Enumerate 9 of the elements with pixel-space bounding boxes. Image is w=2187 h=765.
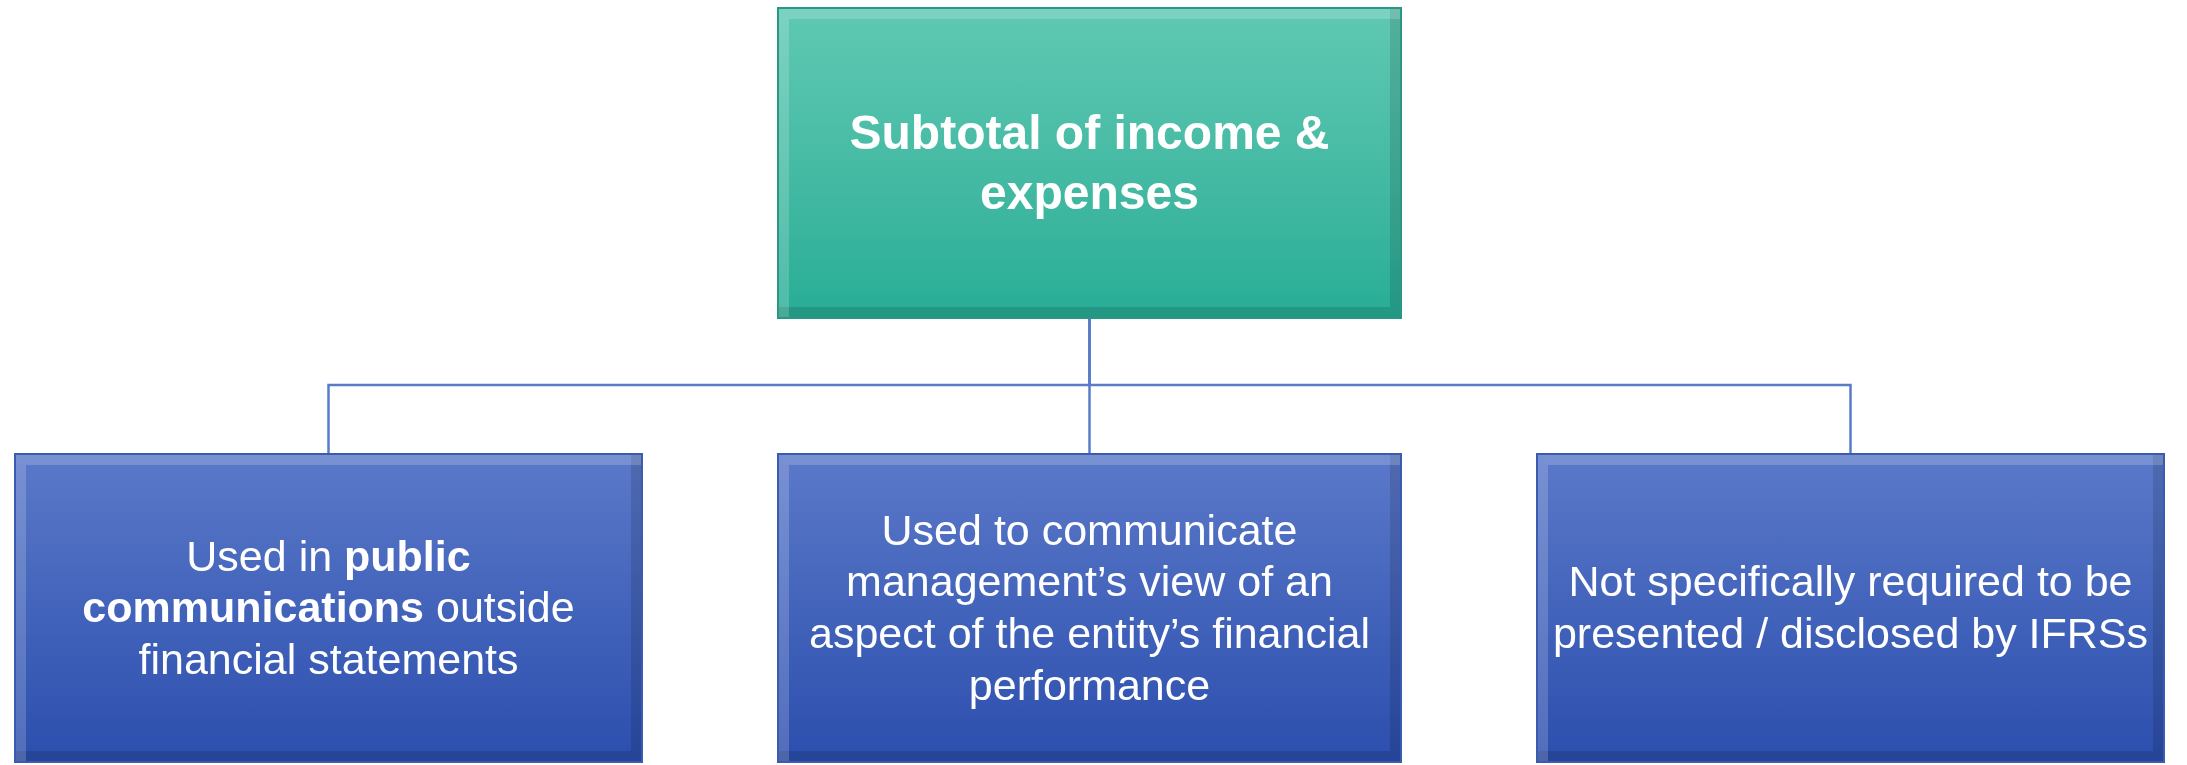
category-box: [777, 453, 1402, 763]
heading-text: Subtotal of income & expenses: [848, 105, 1331, 221]
category-box: [1536, 453, 2165, 763]
category-box: [14, 453, 643, 763]
heading-box: [777, 7, 1402, 319]
category-text: Used to communicate management’s view of an aspect of the entity’s financial performance: [808, 504, 1371, 711]
connector-line: [1088, 319, 1852, 453]
category-text: Used in public communications outside financial statements: [81, 530, 576, 685]
category-text: Not specifically required to be presented / disclosed by IFRSs: [1551, 556, 2150, 659]
